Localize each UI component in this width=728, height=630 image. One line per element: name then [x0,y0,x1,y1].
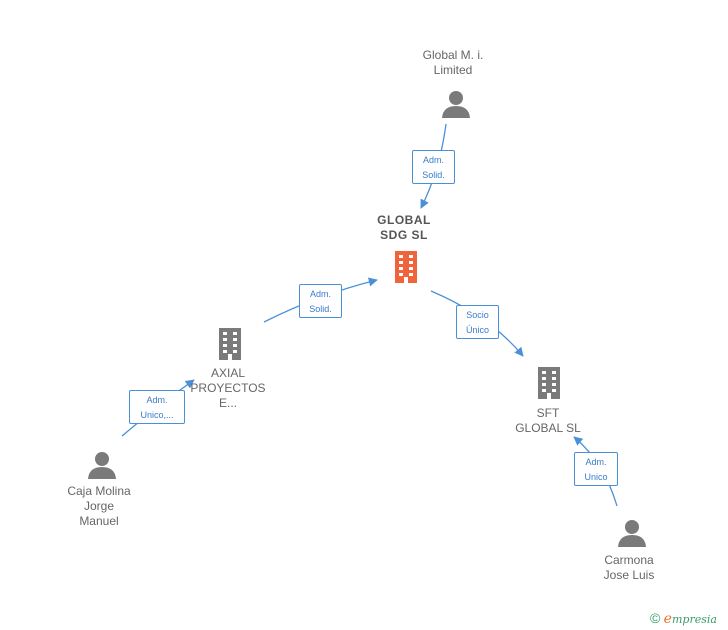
footer-brand[interactable]: © empresia [650,610,717,627]
building-icon[interactable] [215,327,245,361]
person-icon[interactable] [441,89,471,119]
copyright-symbol: © [650,610,661,626]
edge-label-line: Adm. [585,457,607,467]
node-label-line: Manuel [79,514,119,528]
node-label-line: PROYECTOS [190,381,266,395]
edge-label-socio-unico[interactable]: Socio Único [456,305,499,339]
node-label-global-sdg[interactable]: GLOBAL SDG SL [354,213,454,243]
node-label-sft-global[interactable]: SFT GLOBAL SL [498,406,598,436]
node-label-axial[interactable]: AXIAL PROYECTOS E... [178,366,278,411]
edge-label-line: Adm. [422,155,444,165]
edge-label-line: Unico,... [140,410,174,420]
edge-label-line: Unico [584,472,608,482]
node-label-line: Caja Molina [67,484,131,498]
edge-label-line: Solid. [422,170,445,180]
building-icon-focus[interactable] [391,250,421,284]
node-label-line: SFT [536,406,560,420]
edge-label-adm-solid[interactable]: Adm. Solid. [299,284,342,318]
edge-label-adm-solid[interactable]: Adm. Solid. [412,150,455,184]
edge-label-adm-unico[interactable]: Adm. Unico,... [129,390,185,424]
node-label-line: GLOBAL [377,213,431,227]
node-label-line: E... [218,396,237,410]
person-icon[interactable] [617,518,647,548]
node-label-line: Carmona [604,553,654,567]
brand-logo-initial: e [663,611,672,627]
edge-label-line: Socio [466,310,489,320]
person-icon[interactable] [87,450,117,480]
brand-logo-text: mpresia [671,613,717,626]
edge-label-adm-unico[interactable]: Adm. Unico [574,452,618,486]
edge-label-line: Solid. [309,304,332,314]
building-icon[interactable] [534,366,564,400]
node-label-line: GLOBAL SL [515,421,581,435]
edge-label-line: Único [465,325,489,335]
edge-label-line: Adm. [146,395,168,405]
node-label-carmona[interactable]: Carmona Jose Luis [579,553,679,583]
node-label-caja-molina[interactable]: Caja Molina Jorge Manuel [49,484,149,529]
node-label-line: SDG SL [380,228,428,242]
edge-label-line: Adm. [309,289,331,299]
node-label-line: Global M. i. [422,48,484,62]
node-label-line: Jorge [83,499,115,513]
node-label-line: Jose Luis [603,568,655,582]
node-label-global-mi[interactable]: Global M. i. Limited [403,48,503,78]
node-label-line: Limited [433,63,473,77]
node-label-line: AXIAL [210,366,246,380]
